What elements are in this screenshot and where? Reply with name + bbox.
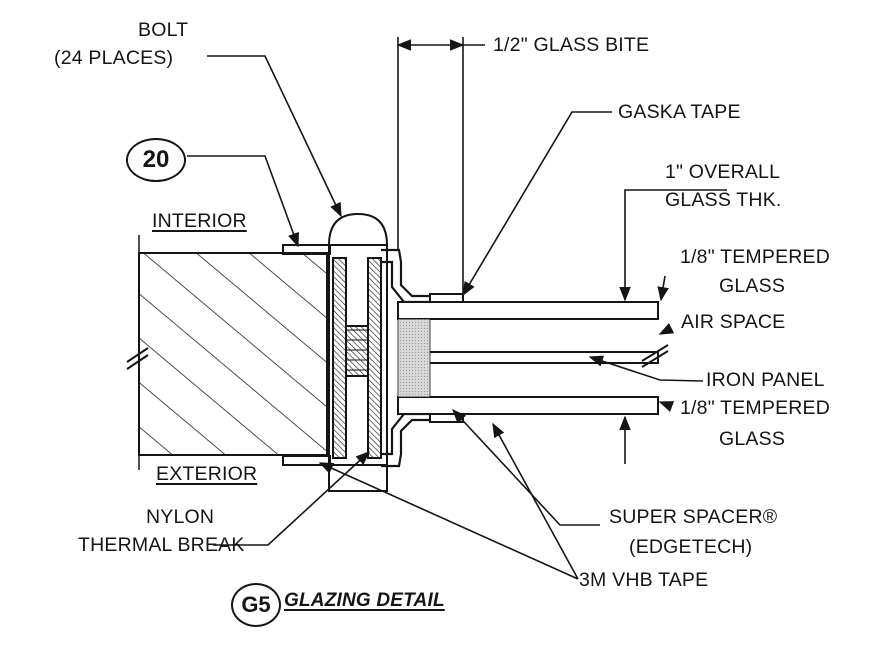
bolt-head [327,212,389,246]
edgetech-label: (EDGETECH) [629,536,753,558]
interior-label: INTERIOR [152,210,247,232]
nylon-thermal-break [332,257,347,459]
tempered-glass-bottom-label-2: GLASS [719,428,786,450]
tempered-glass-top-label-1: 1/8" TEMPERED [680,246,831,268]
bolt-places-label: (24 PLACES) [54,47,174,69]
exterior-label: EXTERIOR [156,463,258,485]
air-space-label: AIR SPACE [681,311,786,333]
vhb-tape-label: 3M VHB TAPE [579,569,709,591]
tempered-glass-bottom [397,396,659,415]
overall-thickness-label-2: GLASS THK. [665,189,782,211]
bolt-label: BOLT [138,19,189,41]
super-spacer-label: SUPER SPACER® [609,506,778,528]
iron-panel-label: IRON PANEL [706,369,825,391]
tempered-glass-top [397,301,659,320]
overall-thickness-label-1: 1" OVERALL [665,161,781,183]
thermal-break-label: THERMAL BREAK [78,534,245,556]
detail-tag: G5 [241,592,271,617]
detail-tag-circle: G5 [231,583,281,627]
tempered-glass-bottom-label-1: 1/8" TEMPERED [680,397,831,419]
nylon-label: NYLON [146,506,215,528]
tempered-glass-top-label-2: GLASS [719,275,786,297]
gaska-tape-label: GASKA TAPE [618,101,741,123]
iron-panel [413,351,659,364]
detail-title: GLAZING DETAIL [284,590,445,611]
hatched-frame [138,252,328,456]
glass-bite-label: 1/2" GLASS BITE [493,34,650,56]
callout-20-circle: 20 [126,138,186,182]
super-spacer [397,318,431,398]
callout-number: 20 [142,146,170,173]
